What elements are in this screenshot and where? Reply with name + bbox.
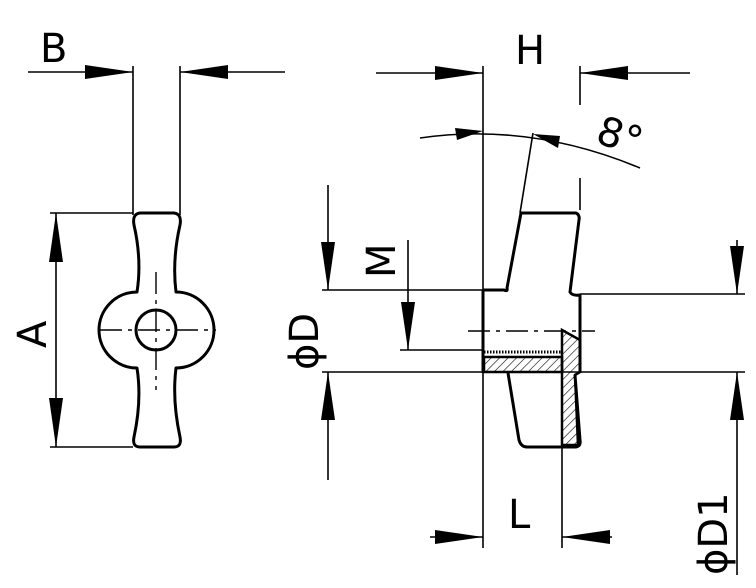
arrow-icon	[455, 128, 483, 140]
wing-outline	[97, 211, 216, 449]
arrow-icon	[435, 530, 483, 544]
arrow-icon	[321, 372, 335, 420]
arrow-icon	[49, 398, 63, 447]
arrow-icon	[435, 66, 483, 80]
front-view: B A	[10, 26, 285, 449]
arrow-icon	[730, 372, 744, 420]
dimension-label-L: L	[508, 492, 531, 538]
dimension-label-A: A	[10, 320, 56, 348]
knob-lower-wing	[506, 372, 582, 449]
hatched-insert	[482, 355, 564, 374]
arrow-icon	[562, 530, 610, 544]
dimension-label-angle: 8°	[591, 108, 648, 166]
dimension-label-M: M	[359, 243, 405, 278]
knob-upper-wing	[483, 211, 582, 373]
arrow-icon	[730, 246, 744, 294]
dimension-label-B: B	[40, 26, 67, 72]
arrow-icon	[321, 242, 335, 290]
arrow-icon	[533, 134, 560, 148]
arrow-icon	[85, 65, 133, 79]
arrow-icon	[580, 66, 628, 80]
dimension-label-D: ϕD	[282, 313, 328, 370]
arrow-icon	[401, 302, 415, 350]
arrow-icon	[49, 213, 63, 262]
dimension-label-H: H	[515, 28, 545, 74]
dimension-label-D1: ϕD1	[691, 492, 737, 575]
side-view: H 8° M ϕD ϕD1	[282, 28, 745, 575]
arrow-icon	[180, 65, 228, 79]
